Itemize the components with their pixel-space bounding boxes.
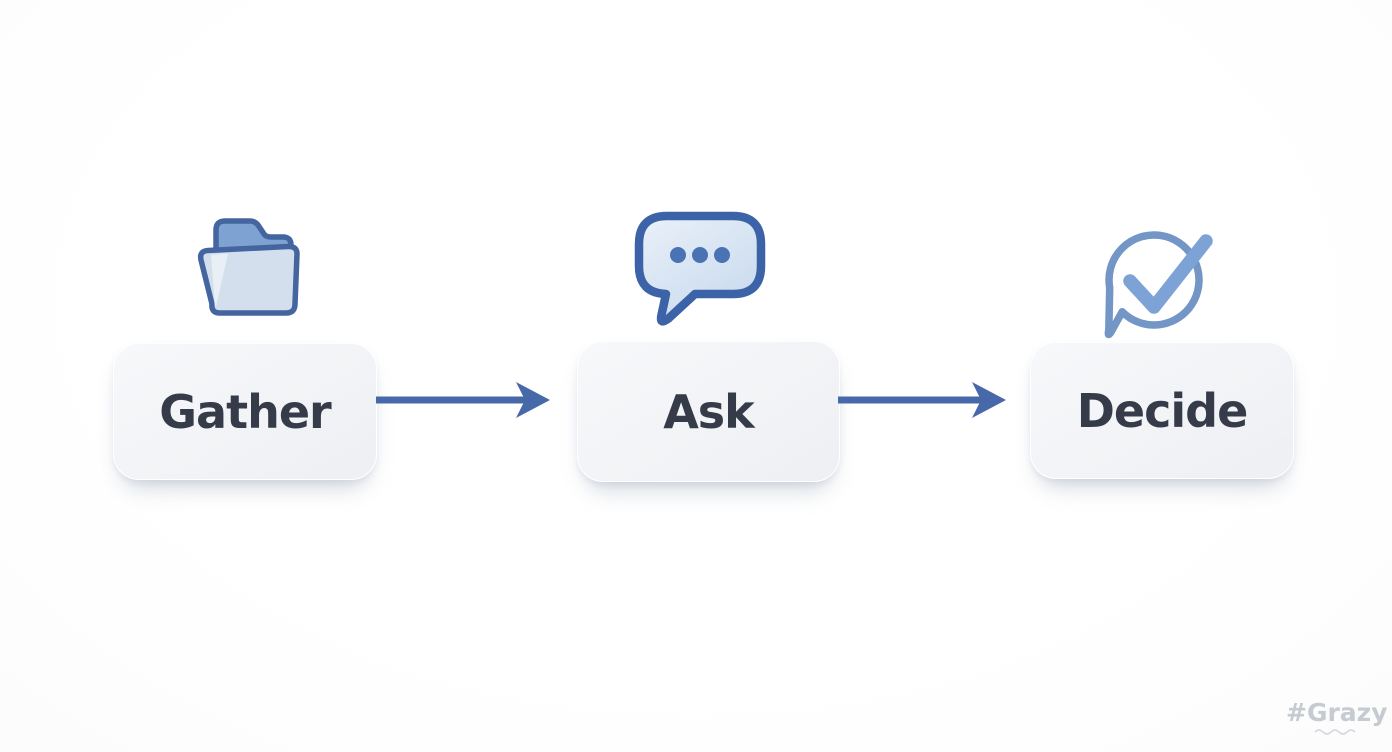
step-node-decide: Decide xyxy=(1030,342,1294,479)
step-label-gather: Gather xyxy=(159,384,331,439)
watermark-text: #Grazy xyxy=(1286,698,1388,727)
arrow-gather-to-ask xyxy=(374,380,552,424)
open-folder-icon xyxy=(184,206,306,322)
check-speech-bubble-icon xyxy=(1092,218,1218,340)
step-node-ask: Ask xyxy=(577,341,840,482)
step-label-ask: Ask xyxy=(663,384,755,439)
arrow-ask-to-decide xyxy=(836,380,1008,424)
watermark: #Grazy xyxy=(1286,698,1388,735)
step-node-gather: Gather xyxy=(113,343,377,480)
chat-bubble-dots-icon xyxy=(631,208,771,334)
step-label-decide: Decide xyxy=(1076,383,1249,438)
watermark-scribble xyxy=(1314,729,1356,735)
